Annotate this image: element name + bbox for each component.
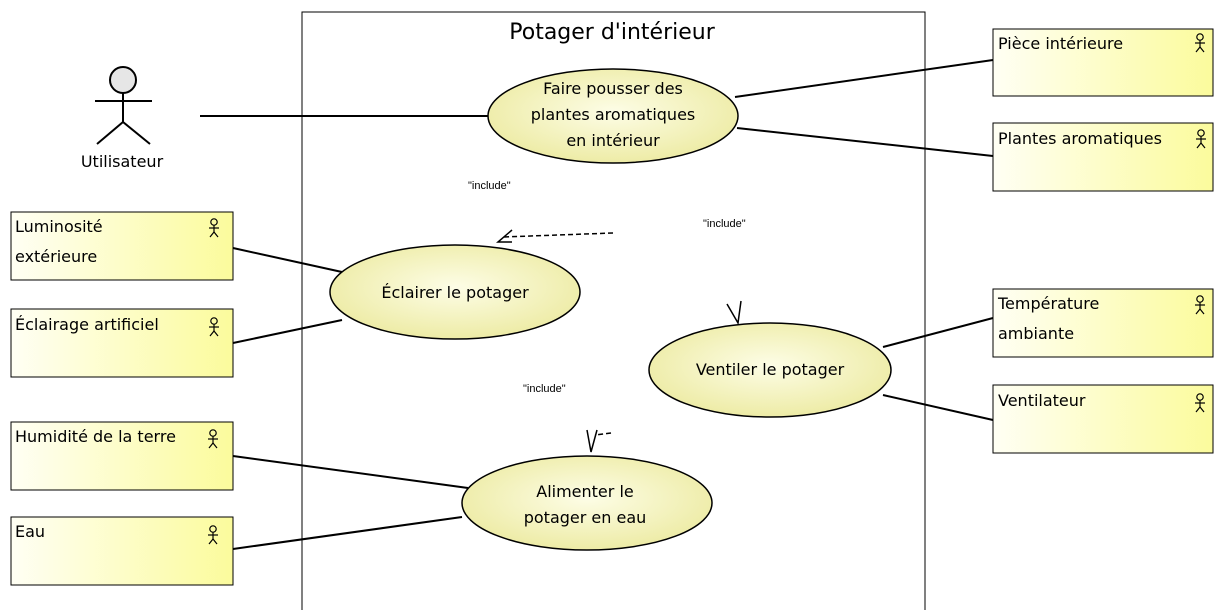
stick-figure-icon [95,66,152,145]
actor-luminosite-line-2: extérieure [15,247,97,266]
include-arrow-light [495,229,513,243]
associations [200,59,994,550]
actor-box-ventilateur[interactable]: Ventilateur [992,384,1214,454]
use-case-vent-label: Ventiler le potager [696,360,845,379]
actor-box-plantes[interactable]: Plantes aromatiques [992,122,1214,192]
include-label-2: "include" [703,218,746,230]
use-case-water-line-1: Alimenter le [536,482,633,501]
primary-actor-label: Utilisateur [81,152,164,171]
actor-eau-label: Eau [15,522,45,541]
assoc-grow-piece [734,59,994,98]
actor-piece-label: Pièce intérieure [998,34,1123,53]
include-line-light [502,232,614,238]
actor-icon [1195,393,1205,413]
include-arrow-water [586,429,598,453]
actor-icon [1196,129,1206,149]
actor-ventilateur-label: Ventilateur [998,391,1086,410]
assoc-eau-water [232,516,463,550]
assoc-grow-plantes [736,127,994,157]
actor-temperature-line-2: ambiante [998,324,1074,343]
actor-box-eclairage[interactable]: Éclairage artificiel [10,308,234,378]
actor-box-eau[interactable]: Eau [10,516,234,586]
assoc-luminosite-light [232,247,343,273]
actor-icon [1195,295,1205,315]
use-case-vent[interactable]: Ventiler le potager [648,322,892,418]
actor-eclairage-label: Éclairage artificiel [15,315,159,334]
use-case-water-line-2: potager en eau [524,508,647,527]
include-label-3: "include" [523,383,566,395]
use-case-light-label: Éclairer le potager [381,283,529,302]
primary-actor: Utilisateur [81,66,164,171]
actor-plantes-label: Plantes aromatiques [998,129,1162,148]
actor-icon [1195,33,1205,53]
use-case-grow-line-1: Faire pousser des [543,79,683,98]
actor-icon [208,525,218,545]
actor-temperature-line-1: Température [997,294,1099,313]
system-boundary [301,11,926,610]
use-case-grow-line-3: en intérieur [566,131,660,150]
actor-box-luminosite[interactable]: Luminosité extérieure [10,211,234,281]
use-case-grow-line-2: plantes aromatiques [531,105,696,124]
include-relations: "include" "include" "include" [468,180,746,453]
use-case-light[interactable]: Éclairer le potager [329,244,581,340]
actor-box-temperature[interactable]: Température ambiante [992,288,1214,358]
assoc-vent-ventilateur [882,394,994,421]
include-label-1: "include" [468,180,511,192]
system-title: Potager d'intérieur [509,20,715,45]
actor-icon [209,317,219,337]
use-case-water[interactable]: Alimenter le potager en eau [461,455,713,551]
actor-box-piece[interactable]: Pièce intérieure [992,28,1214,97]
actor-icon [208,429,218,449]
assoc-humidite-water [232,455,469,489]
assoc-vent-temperature [882,317,994,348]
actor-luminosite-line-1: Luminosité [15,217,103,236]
assoc-eclairage-light [232,319,343,344]
include-arrow-vent [726,300,742,326]
use-case-grow[interactable]: Faire pousser des plantes aromatiques en… [487,68,739,164]
include-line-water [594,432,612,436]
actor-icon [209,218,219,238]
actor-box-humidite[interactable]: Humidité de la terre [10,421,234,491]
actor-humidite-label: Humidité de la terre [15,427,176,446]
